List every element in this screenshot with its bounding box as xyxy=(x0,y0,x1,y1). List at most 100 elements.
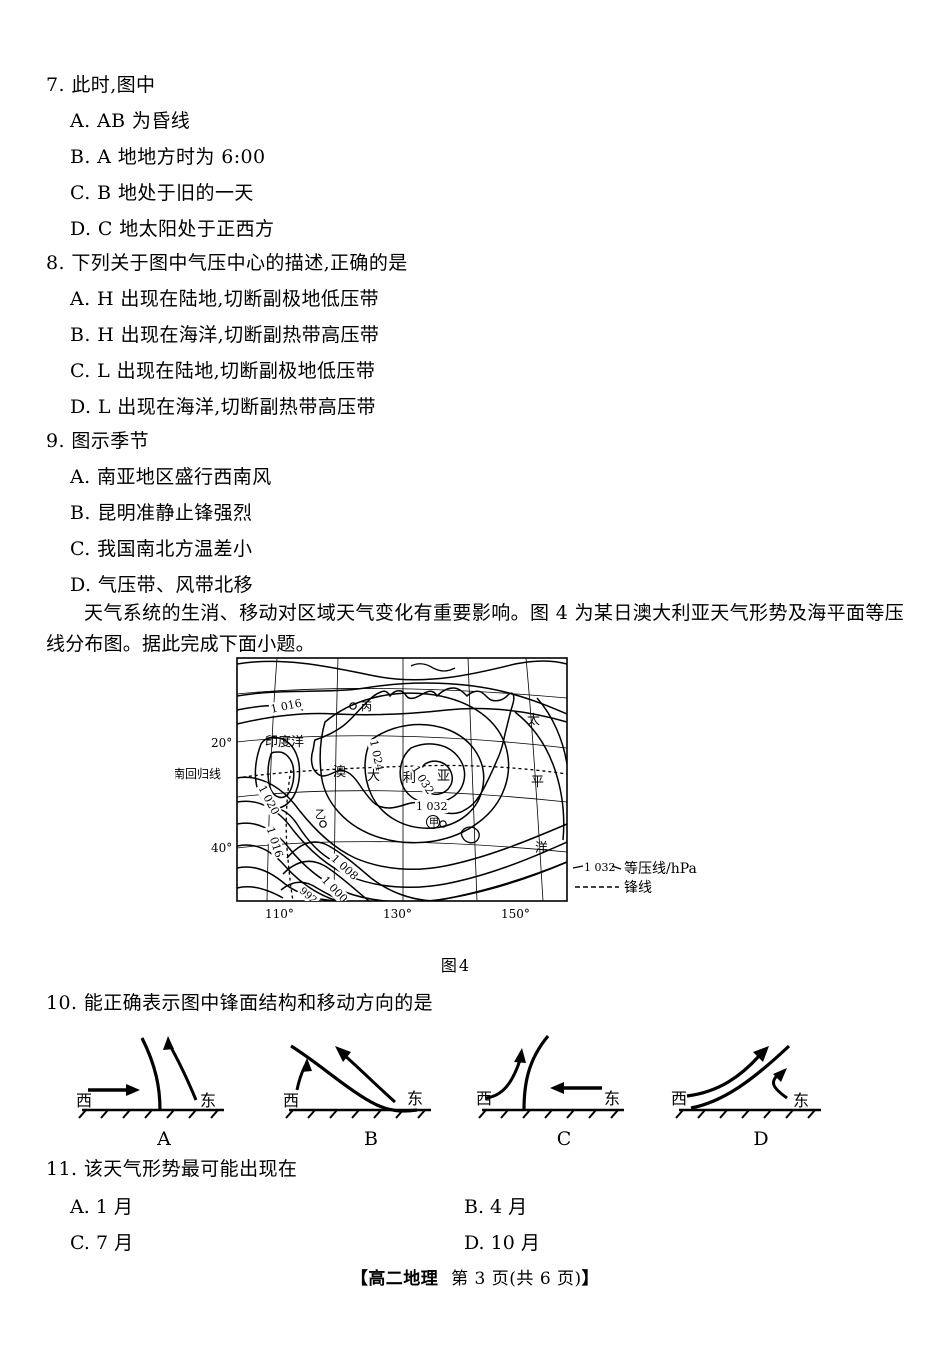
question-10-text: 能正确表示图中锋面结构和移动方向的是 xyxy=(83,992,434,1014)
legend-isobar-line-left xyxy=(572,865,584,869)
question-9: 9. 图示季节 A. 南亚地区盛行西南风 B. 昆明准静止锋强烈 C. 我国南北… xyxy=(46,432,906,612)
legend-isobar-value: 1 032 xyxy=(584,861,616,874)
label-east: 东 xyxy=(604,1089,620,1108)
question-7: 7. 此时,图中 A. AB 为昏线 B. A 地地方时为 6:00 C. B … xyxy=(46,76,906,256)
point-markers: 丙 乙 甲 xyxy=(315,700,447,829)
question-8-stem: 8. 下列关于图中气压中心的描述,正确的是 xyxy=(46,254,906,273)
front-diagram-b[interactable]: 西 东 B xyxy=(271,1028,471,1150)
front-line xyxy=(237,764,567,901)
question-9-option-d[interactable]: D. 气压带、风带北移 xyxy=(70,574,254,596)
label-australia-2: 大 xyxy=(367,769,380,784)
front-diagram-a-label: A xyxy=(157,1128,171,1150)
marker-jia-ring xyxy=(426,815,440,829)
label-west: 西 xyxy=(76,1091,92,1110)
front-diagram-d-label: D xyxy=(753,1128,769,1150)
marker-yi-label: 乙 xyxy=(315,808,326,821)
marker-bing-label: 丙 xyxy=(361,700,372,713)
question-11: 11. 该天气形势最可能出现在 xyxy=(46,1160,906,1196)
label-east: 东 xyxy=(793,1091,809,1110)
footer-open-bracket: 【 xyxy=(350,1269,369,1289)
rising-air-arrow-head xyxy=(335,1046,351,1062)
label-australia-3: 利 xyxy=(403,771,416,786)
question-7-stem: 7. 此时,图中 xyxy=(46,76,906,95)
ground-hatching xyxy=(78,1109,219,1119)
rising-air-arrow-line xyxy=(342,1052,396,1104)
longitude-tick-110: 110° xyxy=(265,907,294,921)
legend-isobar-line-right xyxy=(611,865,622,870)
question-8-option-b[interactable]: B. H 出现在海洋,切断副热带高压带 xyxy=(70,324,380,346)
question-9-stem: 9. 图示季节 xyxy=(46,432,906,451)
label-pacific-1: 太 xyxy=(527,713,540,728)
question-8-option-a[interactable]: A. H 出现在陆地,切断副极地低压带 xyxy=(70,288,380,310)
front-diagram-d-svg: 西 东 xyxy=(671,1044,821,1119)
tasmania-coastline xyxy=(460,826,480,844)
front-diagram-c[interactable]: 西 东 C xyxy=(464,1028,664,1150)
isobar-label-1024: 1 024 xyxy=(367,739,386,773)
weather-map-svg: 丙 乙 甲 1 016 1 020 xyxy=(173,657,697,921)
rising-air-arrow-head xyxy=(514,1048,526,1063)
rising-air-arrow-line xyxy=(166,1041,198,1101)
legend-front-text: 锋线 xyxy=(624,880,652,896)
label-west: 西 xyxy=(283,1091,299,1110)
question-11-option-d[interactable]: D. 10 月 xyxy=(464,1232,540,1254)
question-9-number: 9. xyxy=(46,430,65,452)
frontal-surface xyxy=(690,1044,791,1110)
question-10-number: 10. xyxy=(46,992,78,1014)
marker-yi-circle xyxy=(319,820,327,828)
question-8-option-c[interactable]: C. L 出现在陆地,切断副极地低压带 xyxy=(70,360,376,382)
question-9-option-c[interactable]: C. 我国南北方温差小 xyxy=(70,538,253,560)
marker-jia-label: 甲 xyxy=(429,818,439,829)
front-diagram-d[interactable]: 西 东 D xyxy=(661,1028,861,1150)
label-east: 东 xyxy=(407,1089,423,1108)
question-7-option-c[interactable]: C. B 地处于旧的一天 xyxy=(70,182,254,204)
figure-4: 丙 乙 甲 1 016 1 020 xyxy=(173,652,735,982)
question-11-text: 该天气形势最可能出现在 xyxy=(83,1158,298,1180)
page-footer: 【高二地理 第 3 页(共 6 页)】 xyxy=(0,1264,950,1289)
question-8: 8. 下列关于图中气压中心的描述,正确的是 A. H 出现在陆地,切断副极地低压… xyxy=(46,254,906,434)
map-frame xyxy=(236,657,568,902)
footer-page-number: 第 3 页(共 6 页) xyxy=(451,1269,582,1289)
map-place-names: 印度洋 澳 大 利 亚 太 平 洋 xyxy=(265,713,548,856)
footer-subject: 高二地理 xyxy=(368,1269,439,1289)
front-diagram-b-svg: 西 东 xyxy=(283,1044,431,1119)
latitude-tick-40: 40° xyxy=(211,841,232,855)
front-diagram-a-svg: 西 东 xyxy=(76,1036,224,1119)
question-11-stem: 11. 该天气形势最可能出现在 xyxy=(46,1160,906,1179)
isobar-label-1016-nw: 1 016 xyxy=(269,697,303,716)
label-west: 西 xyxy=(476,1089,492,1108)
map-axis-labels: 20° 40° 南回归线 110° 130° 150° xyxy=(173,736,530,921)
legend-isobar-text: 等压线/hPa xyxy=(624,860,697,877)
footer-close-bracket: 】 xyxy=(581,1269,600,1289)
question-9-option-a[interactable]: A. 南亚地区盛行西南风 xyxy=(70,466,272,488)
question-10: 10. 能正确表示图中锋面结构和移动方向的是 xyxy=(46,994,906,1013)
question-11-option-a[interactable]: A. 1 月 xyxy=(70,1196,133,1218)
label-pacific-3: 洋 xyxy=(535,841,548,856)
map-contents: 丙 乙 甲 1 016 1 020 xyxy=(237,658,567,901)
label-australia-4: 亚 xyxy=(437,769,450,784)
front-diagram-row: 西 东 A xyxy=(46,1028,906,1150)
rising-air-arrow-head xyxy=(163,1036,174,1050)
northern-islands-coastline xyxy=(410,663,456,672)
frontal-surface xyxy=(140,1037,162,1111)
graticule xyxy=(237,658,567,901)
question-7-option-a[interactable]: A. AB 为昏线 xyxy=(70,110,191,132)
longitude-tick-150: 150° xyxy=(501,907,530,921)
question-11-option-c[interactable]: C. 7 月 xyxy=(70,1232,134,1254)
question-8-option-d[interactable]: D. L 出现在海洋,切断副热带高压带 xyxy=(70,396,376,418)
front-diagram-a[interactable]: 西 东 A xyxy=(64,1028,264,1150)
question-7-text: 此时,图中 xyxy=(71,74,156,96)
label-east: 东 xyxy=(200,1091,216,1110)
question-9-option-b[interactable]: B. 昆明准静止锋强烈 xyxy=(70,502,253,524)
question-11-option-b[interactable]: B. 4 月 xyxy=(464,1196,528,1218)
rising-air-arrow-head xyxy=(753,1046,769,1062)
movement-arrow-head xyxy=(126,1084,140,1096)
question-7-option-d[interactable]: D. C 地太阳处于正西方 xyxy=(70,218,275,240)
question-10-stem: 10. 能正确表示图中锋面结构和移动方向的是 xyxy=(46,994,906,1013)
question-8-text: 下列关于图中气压中心的描述,正确的是 xyxy=(71,252,408,274)
label-pacific-2: 平 xyxy=(531,775,544,790)
rising-air-arrow-line xyxy=(485,1059,522,1100)
tropic-of-capricorn-label: 南回归线 xyxy=(175,766,221,781)
question-7-option-b[interactable]: B. A 地地方时为 6:00 xyxy=(70,146,266,168)
question-9-text: 图示季节 xyxy=(71,430,149,452)
